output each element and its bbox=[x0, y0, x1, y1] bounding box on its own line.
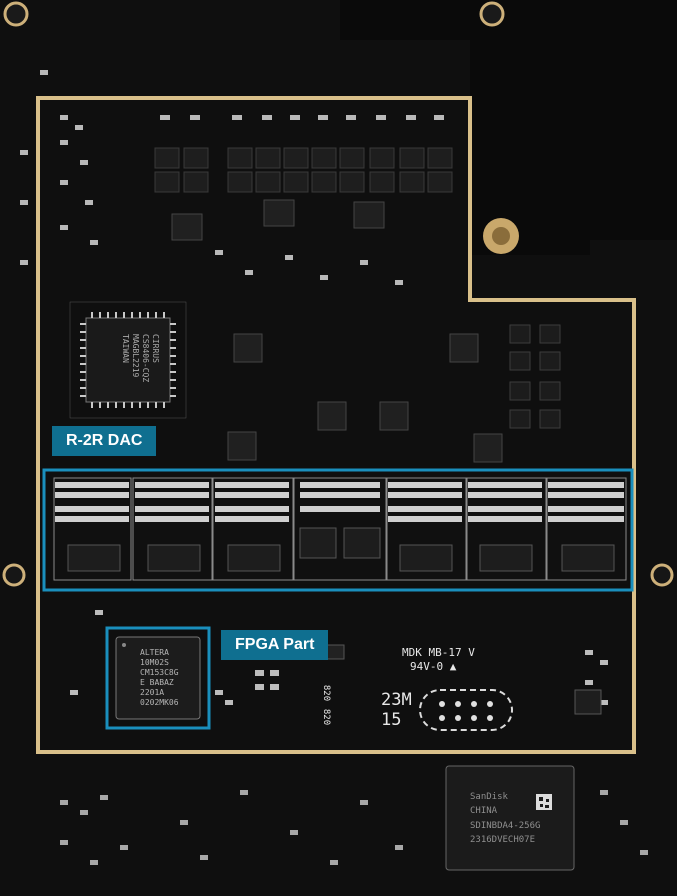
marking-line: MAGBL2219 bbox=[131, 334, 140, 378]
marking-line: CM153C8G bbox=[140, 668, 179, 677]
fpga-highlight-box bbox=[105, 626, 211, 730]
marking-line: SanDisk bbox=[470, 792, 508, 802]
resistor-arrays bbox=[55, 482, 624, 522]
marking-line: 2316DVECH07E bbox=[470, 835, 536, 846]
board-id-silkscreen: MDK MB-17 V bbox=[402, 646, 475, 659]
date-code-line1: 23M bbox=[381, 690, 412, 710]
mount-notch-top-left bbox=[3, 1, 29, 27]
fpga-callout-label: FPGA Part bbox=[221, 630, 329, 660]
shield-outline bbox=[36, 96, 636, 754]
date-code-line2: 15 bbox=[381, 710, 402, 730]
resistor-label: 820 bbox=[321, 708, 332, 726]
fpga-passives bbox=[70, 610, 608, 705]
power-ic bbox=[574, 689, 602, 715]
top-component-row bbox=[154, 147, 453, 193]
marking-line: 10M02S bbox=[140, 658, 169, 667]
marking-line: SDINBDA4-256G bbox=[470, 820, 541, 831]
marking-line: ALTERA bbox=[140, 648, 169, 657]
fpga-chip bbox=[115, 636, 201, 720]
shift-register-chips bbox=[67, 527, 615, 572]
resistor-label: 820 bbox=[321, 684, 332, 702]
mount-notch-mid-right bbox=[650, 563, 674, 587]
mount-notch-top-right bbox=[479, 1, 505, 27]
r2r-highlight-box bbox=[42, 468, 634, 592]
r2r-ladder-block bbox=[52, 476, 628, 584]
marking-line: 2201A bbox=[140, 688, 165, 697]
marking-line: E BABAZ bbox=[140, 678, 174, 687]
marking-line: 0202MK06 bbox=[140, 698, 179, 707]
transistor-cluster bbox=[509, 324, 561, 429]
jumper-footprint bbox=[419, 689, 513, 731]
bottom-passives bbox=[60, 790, 648, 865]
flash-marking: SanDisk CHINA SDINBDA4-256G 2316DVECH07E bbox=[470, 790, 540, 848]
mount-notch-mid-left bbox=[2, 563, 26, 587]
flammability-silkscreen: 94V-0 ▲ bbox=[410, 660, 457, 673]
dac-callout-label: R-2R DAC bbox=[52, 426, 157, 456]
marking-line: CHINA bbox=[470, 806, 498, 817]
marking-line: TAIWAN bbox=[121, 334, 130, 363]
ladder-dividers bbox=[53, 477, 627, 581]
flash-storage-chip bbox=[445, 765, 575, 871]
marking-line: CIRRUS bbox=[151, 334, 160, 363]
qr-code bbox=[536, 794, 552, 810]
dac-controller-chip bbox=[69, 301, 187, 419]
dac-controller-marking: CIRRUS CS8406-CQZ MAGBL2219 TAIWAN bbox=[120, 334, 160, 382]
marking-line: CS8406-CQZ bbox=[141, 334, 150, 383]
small-smd-parts bbox=[20, 70, 444, 285]
opamp-chips bbox=[171, 199, 503, 463]
fpga-marking: ALTERA 10M02S CM153C8G E BABAZ 2201A 020… bbox=[140, 648, 179, 708]
